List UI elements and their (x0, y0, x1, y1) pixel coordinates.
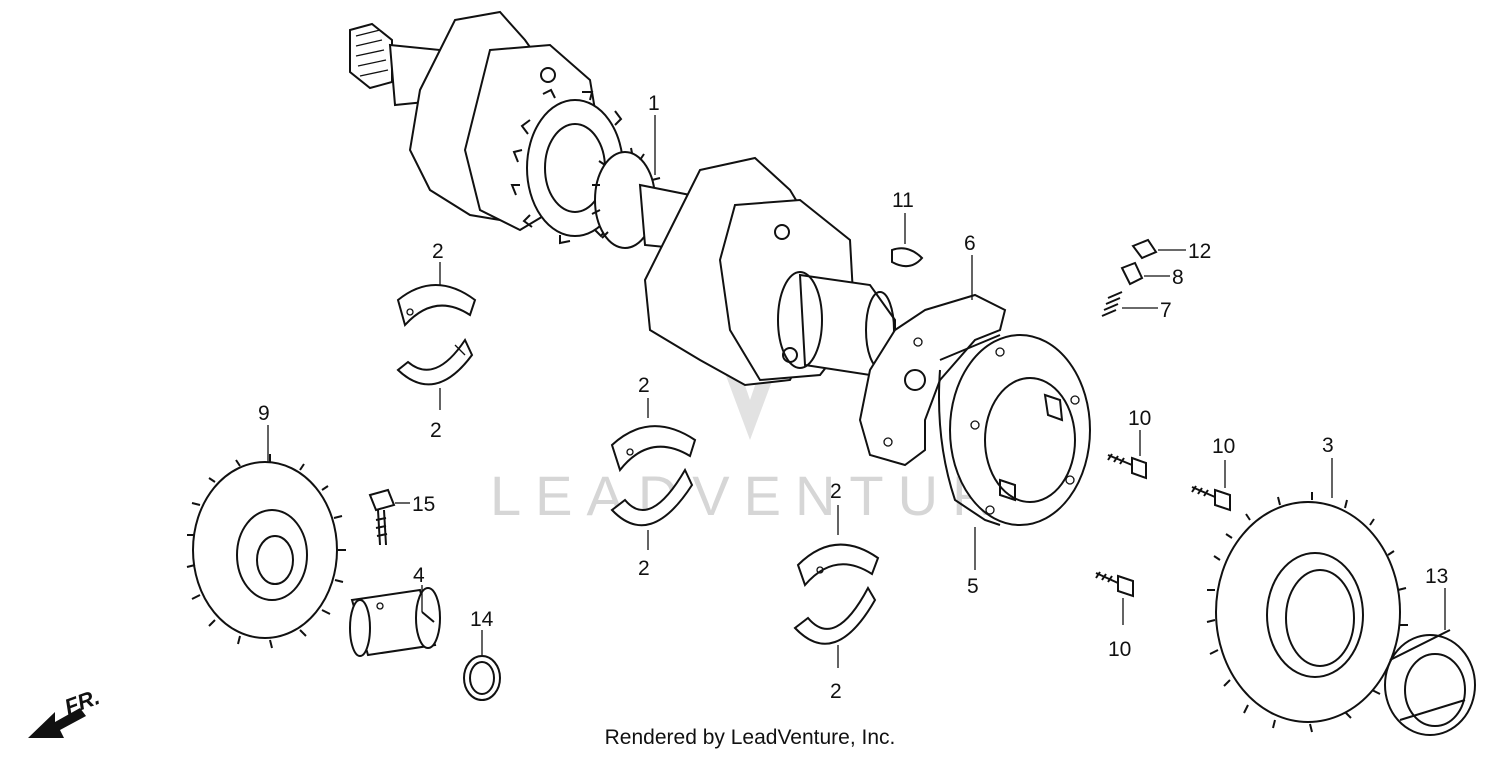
callout-10-b: 10 (1212, 435, 1235, 458)
bolt-15 (368, 488, 410, 546)
gear-shaft (349, 585, 441, 657)
bearing-shell-pair-b (610, 398, 697, 550)
woodruff-key (891, 213, 924, 268)
callout-10-c: 10 (1108, 638, 1131, 661)
bolt-10-b (1191, 460, 1231, 512)
callout-11: 11 (892, 189, 914, 212)
callout-12: 12 (1188, 240, 1211, 263)
flywheel-plate (858, 255, 1007, 467)
callout-6: 6 (964, 232, 976, 255)
callout-2-c-bottom: 2 (830, 680, 842, 703)
oil-seal (1384, 588, 1476, 736)
watermark-text: LEADVENTURE (490, 464, 1058, 527)
callout-9: 9 (258, 402, 270, 425)
callout-3: 3 (1322, 434, 1334, 457)
bolt-10-a (1107, 430, 1147, 480)
bearing-shell-pair-c (793, 505, 880, 668)
callout-5: 5 (967, 575, 979, 598)
callout-8: 8 (1172, 266, 1184, 289)
credit-text: Rendered by LeadVenture, Inc. (604, 726, 896, 749)
washer (463, 630, 501, 701)
bolt-10-c (1095, 571, 1134, 625)
callout-14: 14 (470, 608, 494, 631)
callout-2-a-bottom: 2 (430, 419, 442, 442)
callout-13: 13 (1425, 565, 1448, 588)
drive-gear (186, 425, 346, 649)
driven-gear (1206, 458, 1408, 733)
callout-2-b-bottom: 2 (638, 557, 650, 580)
callout-2-a-top: 2 (432, 240, 444, 263)
callout-4: 4 (413, 564, 425, 587)
pin (1120, 261, 1170, 286)
crankshaft (349, 10, 896, 387)
callout-15: 15 (412, 493, 435, 516)
callout-7: 7 (1160, 299, 1172, 322)
cap (1131, 238, 1186, 260)
callout-1: 1 (648, 92, 660, 115)
callout-2-b-top: 2 (638, 374, 650, 397)
callout-10-a: 10 (1128, 407, 1151, 430)
flywheel-ring (938, 334, 1091, 570)
spring (1101, 291, 1158, 317)
front-direction-label: FR. (61, 684, 103, 720)
bearing-shell-pair-a (396, 262, 477, 410)
callout-2-c-top: 2 (830, 480, 842, 503)
